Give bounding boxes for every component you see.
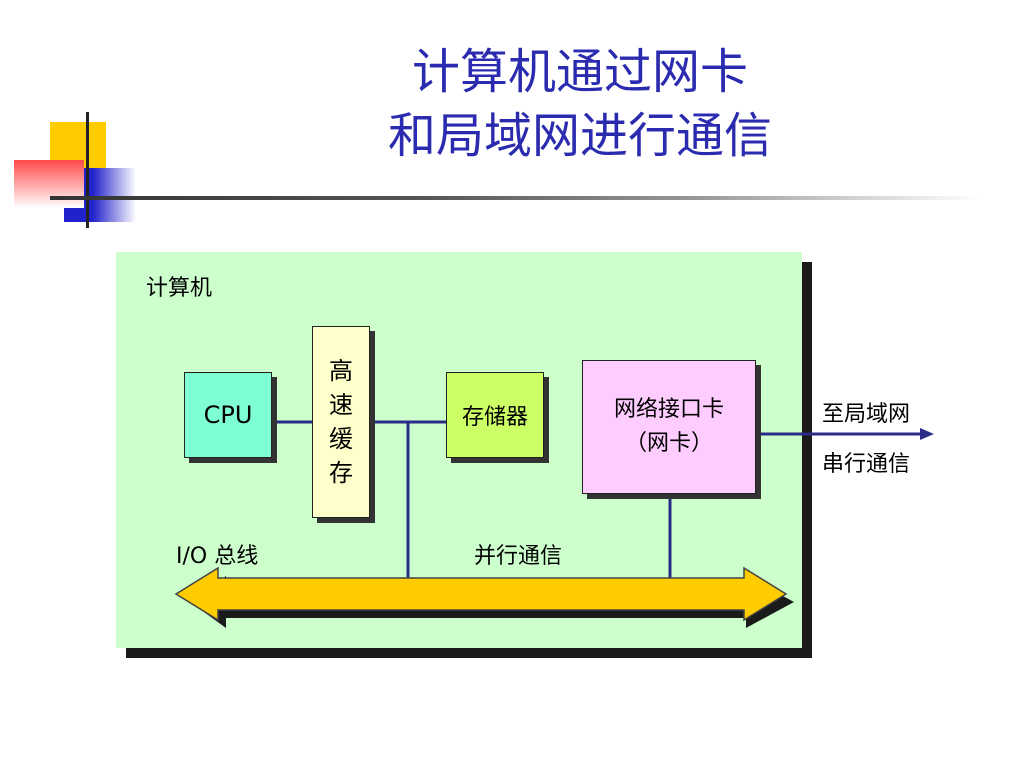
cache-char-2: 速 xyxy=(329,391,353,419)
to-lan-label: 至局域网 xyxy=(822,402,911,427)
nic-label-2: （网卡） xyxy=(624,431,713,456)
cache-char-4: 存 xyxy=(329,459,353,487)
cache-char-1: 高 xyxy=(329,357,353,385)
cpu-box: CPU xyxy=(184,372,272,458)
memory-label: 存储器 xyxy=(461,405,528,430)
nic-label-1: 网络接口卡 xyxy=(613,397,724,422)
io-bus-label: I/O 总线 xyxy=(176,544,259,569)
cpu-label: CPU xyxy=(203,401,253,429)
cache-box: 高 速 缓 存 xyxy=(312,326,370,518)
io-bus-arrow xyxy=(174,566,788,622)
title-rule xyxy=(50,196,980,200)
computer-label: 计算机 xyxy=(146,276,213,301)
serial-label: 串行通信 xyxy=(822,452,911,477)
title-line-2: 和局域网进行通信 xyxy=(387,108,772,164)
cache-char-3: 缓 xyxy=(329,425,353,453)
deco-vertical-line xyxy=(86,112,89,228)
parallel-label: 并行通信 xyxy=(474,544,563,569)
title-line-1: 计算机通过网卡 xyxy=(411,44,748,100)
lan-arrowhead xyxy=(920,428,934,440)
memory-box: 存储器 xyxy=(446,372,544,458)
deco-red-square xyxy=(14,160,84,208)
nic-box: 网络接口卡 （网卡） xyxy=(582,360,756,494)
page-title: 计算机通过网卡 和局域网进行通信 xyxy=(300,40,860,168)
